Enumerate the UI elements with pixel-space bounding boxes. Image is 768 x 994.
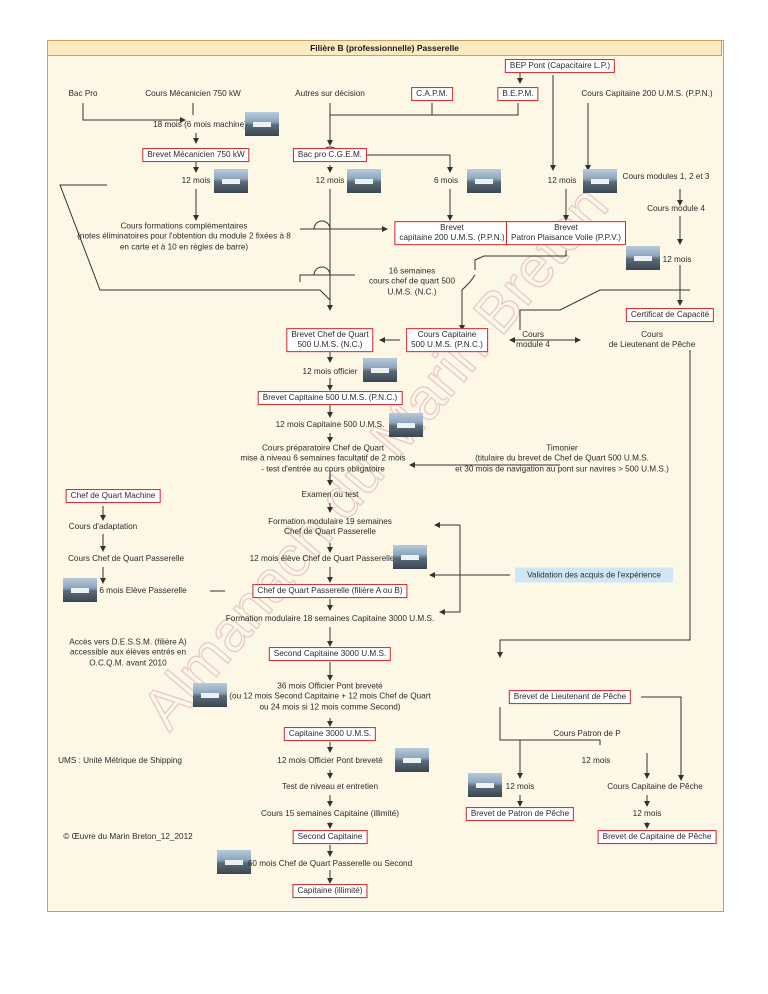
node-timonier: Timonier (titulaire du brevet de Chef de…	[455, 443, 669, 474]
ship-photo	[626, 246, 660, 270]
node-cours-chef-quart-passerelle: Cours Chef de Quart Passerelle	[67, 553, 185, 563]
node-12-mois: 12 mois	[581, 755, 611, 765]
node-12-mois-eleve: 12 mois élève Chef de Quart Passerelle	[249, 553, 395, 563]
node-brevet-capitaine-peche: Brevet de Capitaine de Pêche	[597, 830, 717, 844]
ship-photo	[363, 358, 397, 382]
node-cours-module-4: Cours module 4	[647, 203, 705, 213]
node-12-mois-capitaine-500: 12 mois Capitaine 500 U.M.S.	[275, 419, 385, 429]
node-brevet-mecanicien: Brevet Mécanicien 750 kW	[142, 148, 250, 162]
node-acces-dessm: Accès vers D.E.S.S.M. (filière A) access…	[69, 637, 187, 668]
ship-photo	[583, 169, 617, 193]
node-12-mois: 12 mois	[505, 781, 535, 791]
note-ums: UMS : Unité Métrique de Shipping	[58, 755, 182, 765]
node-cours-module-4: Cours module 4	[516, 329, 550, 349]
ship-photo	[395, 748, 429, 772]
node-bac-pro: Bac Pro	[68, 88, 98, 98]
node-cours-preparatoire: Cours préparatoire Chef de Quart mise à …	[240, 443, 406, 474]
node-formation-18-semaines: Formation modulaire 18 semaines Capitain…	[225, 613, 435, 623]
node-formation-19-semaines: Formation modulaire 19 semaines Chef de …	[268, 516, 392, 536]
node-certificat-capacite: Certificat de Capacité	[625, 308, 715, 322]
node-12-mois: 12 mois	[547, 175, 577, 185]
node-brevet-chef-quart-500: Brevet Chef de Quart 500 U.M.S. (N.C.)	[286, 328, 374, 352]
node-autres-decision: Autres sur décision	[295, 88, 365, 98]
node-capitaine-illimite: Capitaine (illimité)	[292, 884, 368, 898]
node-second-capitaine: Second Capitaine	[292, 830, 368, 844]
node-18-mois: 18 mois (6 mois machine)	[153, 119, 247, 129]
node-capm: C.A.P.M.	[411, 87, 453, 101]
ship-photo	[193, 683, 227, 707]
node-16-semaines: 16 semaines cours chef de quart 500 U.M.…	[368, 266, 456, 297]
node-bep-pont: BEP Pont (Capacitaire L.P.)	[504, 59, 616, 73]
node-cours-lieutenant-peche: Cours de Lieutenant de Pêche	[608, 329, 696, 349]
ship-photo	[393, 545, 427, 569]
ship-photo	[217, 850, 251, 874]
node-36-mois: 36 mois Officier Pont breveté (ou 12 moi…	[229, 681, 431, 712]
node-brevet-capitaine-500: Brevet Capitaine 500 U.M.S. (P.N.C.)	[257, 391, 403, 405]
ship-photo	[389, 413, 423, 437]
node-12-mois: 12 mois	[181, 175, 211, 185]
node-60-mois: 60 mois Chef de Quart Passerelle ou Seco…	[247, 858, 413, 868]
node-bac-pro-cgem: Bac pro C.G.E.M.	[292, 148, 368, 162]
node-12-mois-officier: 12 mois officier	[302, 366, 358, 376]
ship-photo	[214, 169, 248, 193]
node-brevet-capitaine-200: Brevet capitaine 200 U.M.S. (P.P.N.)	[394, 221, 510, 245]
ship-photo	[468, 773, 502, 797]
node-validation-acquis: Validation des acquis de l'expérience	[515, 567, 673, 583]
node-cours-adaptation: Cours d'adaptation	[68, 521, 138, 531]
ship-photo	[347, 169, 381, 193]
node-cours-capitaine-200: Cours Capitaine 200 U.M.S. (P.P.N.)	[581, 88, 713, 98]
node-brevet-lieutenant-peche: Brevet de Lieutenant de Pêche	[508, 690, 632, 704]
node-6-mois-eleve: 6 mois Elève Passerelle	[99, 585, 187, 595]
node-chef-quart-machine: Chef de Quart Machine	[65, 489, 161, 503]
node-cours-capitaine-peche: Cours Capitaine de Pêche	[607, 781, 703, 791]
node-modules-1-2-3: Cours modules 1, 2 et 3	[622, 171, 710, 181]
ship-photo	[63, 578, 97, 602]
node-examen-test: Examen ou test	[301, 489, 359, 499]
ship-photo	[467, 169, 501, 193]
node-formations-complementaires: Cours formations complémentaires (notes …	[77, 221, 291, 252]
node-6-mois: 6 mois	[433, 175, 459, 185]
node-cours-capitaine-500: Cours Capitaine 500 U.M.S. (P.N.C.)	[406, 328, 488, 352]
node-12-mois: 12 mois	[315, 175, 345, 185]
node-12-mois-officier-pont: 12 mois Officier Pont breveté	[277, 755, 383, 765]
copyright: © Œuvre du Marin Breton_12_2012	[63, 831, 193, 841]
node-12-mois: 12 mois	[632, 808, 662, 818]
node-cours-15-semaines: Cours 15 semaines Capitaine (illimité)	[261, 808, 399, 818]
node-chef-quart-passerelle-ab: Chef de Quart Passerelle (filière A ou B…	[252, 584, 408, 598]
node-brevet-patron-peche: Brevet de Patron de Pêche	[465, 807, 575, 821]
chart-title: Filière B (professionnelle) Passerelle	[47, 40, 722, 56]
node-12-mois: 12 mois	[662, 254, 692, 264]
node-second-capitaine-3000: Second Capitaine 3000 U.M.S.	[268, 647, 392, 661]
node-bepm: B.E.P.M.	[497, 87, 539, 101]
node-cours-patron-peche: Cours Patron de P	[553, 728, 621, 738]
node-test-niveau: Test de niveau et entretien	[281, 781, 379, 791]
ship-photo	[245, 112, 279, 136]
node-brevet-ppv: Brevet Patron Plaisance Voile (P.P.V.)	[506, 221, 626, 245]
node-capitaine-3000: Capitaine 3000 U.M.S.	[283, 727, 377, 741]
node-cours-mecanicien: Cours Mécanicien 750 kW	[145, 88, 241, 98]
